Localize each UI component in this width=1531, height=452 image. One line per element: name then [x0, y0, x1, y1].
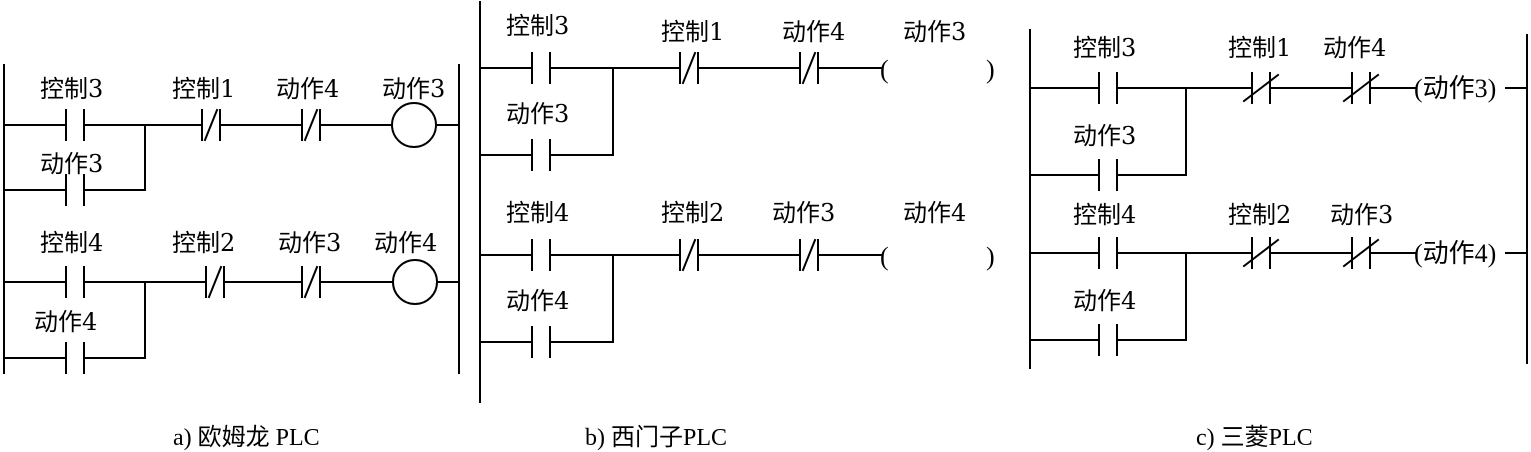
label-ctrl4: 控制4	[1073, 201, 1136, 229]
label-act4: 动作4	[276, 75, 339, 103]
label-ctrl1: 控制1	[661, 18, 724, 46]
siemens-coil-open-paren: (	[880, 55, 889, 84]
label-coil-act4: 动作4	[903, 199, 966, 227]
siemens-coil-open-paren: (	[880, 242, 889, 271]
label-act3: 动作3	[40, 150, 103, 178]
label-act3: 动作3	[278, 229, 341, 257]
label-act4: 动作4	[782, 18, 845, 46]
omron-rung-1: 控制3 动作3 控制1 动作4 动作3	[3, 75, 460, 206]
omron-coil-circle	[391, 102, 437, 148]
label-ctrl1: 控制1	[172, 75, 235, 103]
label-ctrl3: 控制3	[506, 12, 569, 40]
label-act3: 动作3	[1330, 201, 1393, 229]
mitsubishi-diagram: (动作3) 控制3 动作3 控制1 动作4	[1029, 29, 1528, 369]
mitsubishi-rung-2: (动作4) 控制4 动作4 控制2 动作3	[1029, 201, 1528, 356]
label-act4: 动作4	[506, 287, 569, 315]
label-act4: 动作4	[1073, 287, 1136, 315]
caption-mitsubishi: c) 三菱PLC	[1196, 424, 1313, 451]
omron-rung-2: 控制4 动作4 控制2 动作3 动作4	[3, 229, 460, 374]
label-ctrl4: 控制4	[40, 229, 103, 257]
label-ctrl2: 控制2	[1228, 201, 1291, 229]
label-ctrl3: 控制3	[1073, 34, 1136, 62]
siemens-coil-close-paren: )	[986, 242, 995, 271]
label-ctrl1: 控制1	[1228, 34, 1291, 62]
label-ctrl2: 控制2	[661, 199, 724, 227]
mitsubishi-coil-act3: (动作3)	[1414, 74, 1496, 103]
omron-coil-circle	[392, 259, 438, 305]
mitsubishi-rung-1: (动作3) 控制3 动作3 控制1 动作4	[1029, 34, 1528, 191]
siemens-rung-1: ( ) 控制3 动作3 控制1 动作4 动作3	[479, 12, 995, 171]
label-act3: 动作3	[506, 100, 569, 128]
label-act3: 动作3	[1073, 122, 1136, 150]
label-act4: 动作4	[34, 308, 97, 336]
nc-contact-slash	[203, 108, 219, 142]
omron-diagram: 控制3 动作3 控制1 动作4 动作3	[3, 64, 460, 374]
label-act3: 动作3	[772, 199, 835, 227]
caption-siemens: b) 西门子PLC	[585, 424, 727, 451]
label-coil-act4: 动作4	[374, 229, 437, 257]
caption-omron: a) 欧姆龙 PLC	[173, 424, 320, 451]
siemens-rung-2: ( ) 控制4 动作4 控制2 动作3 动作4	[479, 199, 995, 358]
label-ctrl2: 控制2	[172, 229, 235, 257]
siemens-diagram: ( ) 控制3 动作3 控制1 动作4 动作3	[479, 1, 995, 403]
label-ctrl3: 控制3	[40, 75, 103, 103]
label-act4: 动作4	[1323, 34, 1386, 62]
mitsubishi-coil-act4: (动作4)	[1414, 239, 1496, 268]
label-coil-act3: 动作3	[382, 75, 445, 103]
siemens-coil-close-paren: )	[986, 55, 995, 84]
label-ctrl4: 控制4	[506, 199, 569, 227]
label-coil-act3: 动作3	[903, 18, 966, 46]
nc-contact-slash	[303, 108, 319, 142]
